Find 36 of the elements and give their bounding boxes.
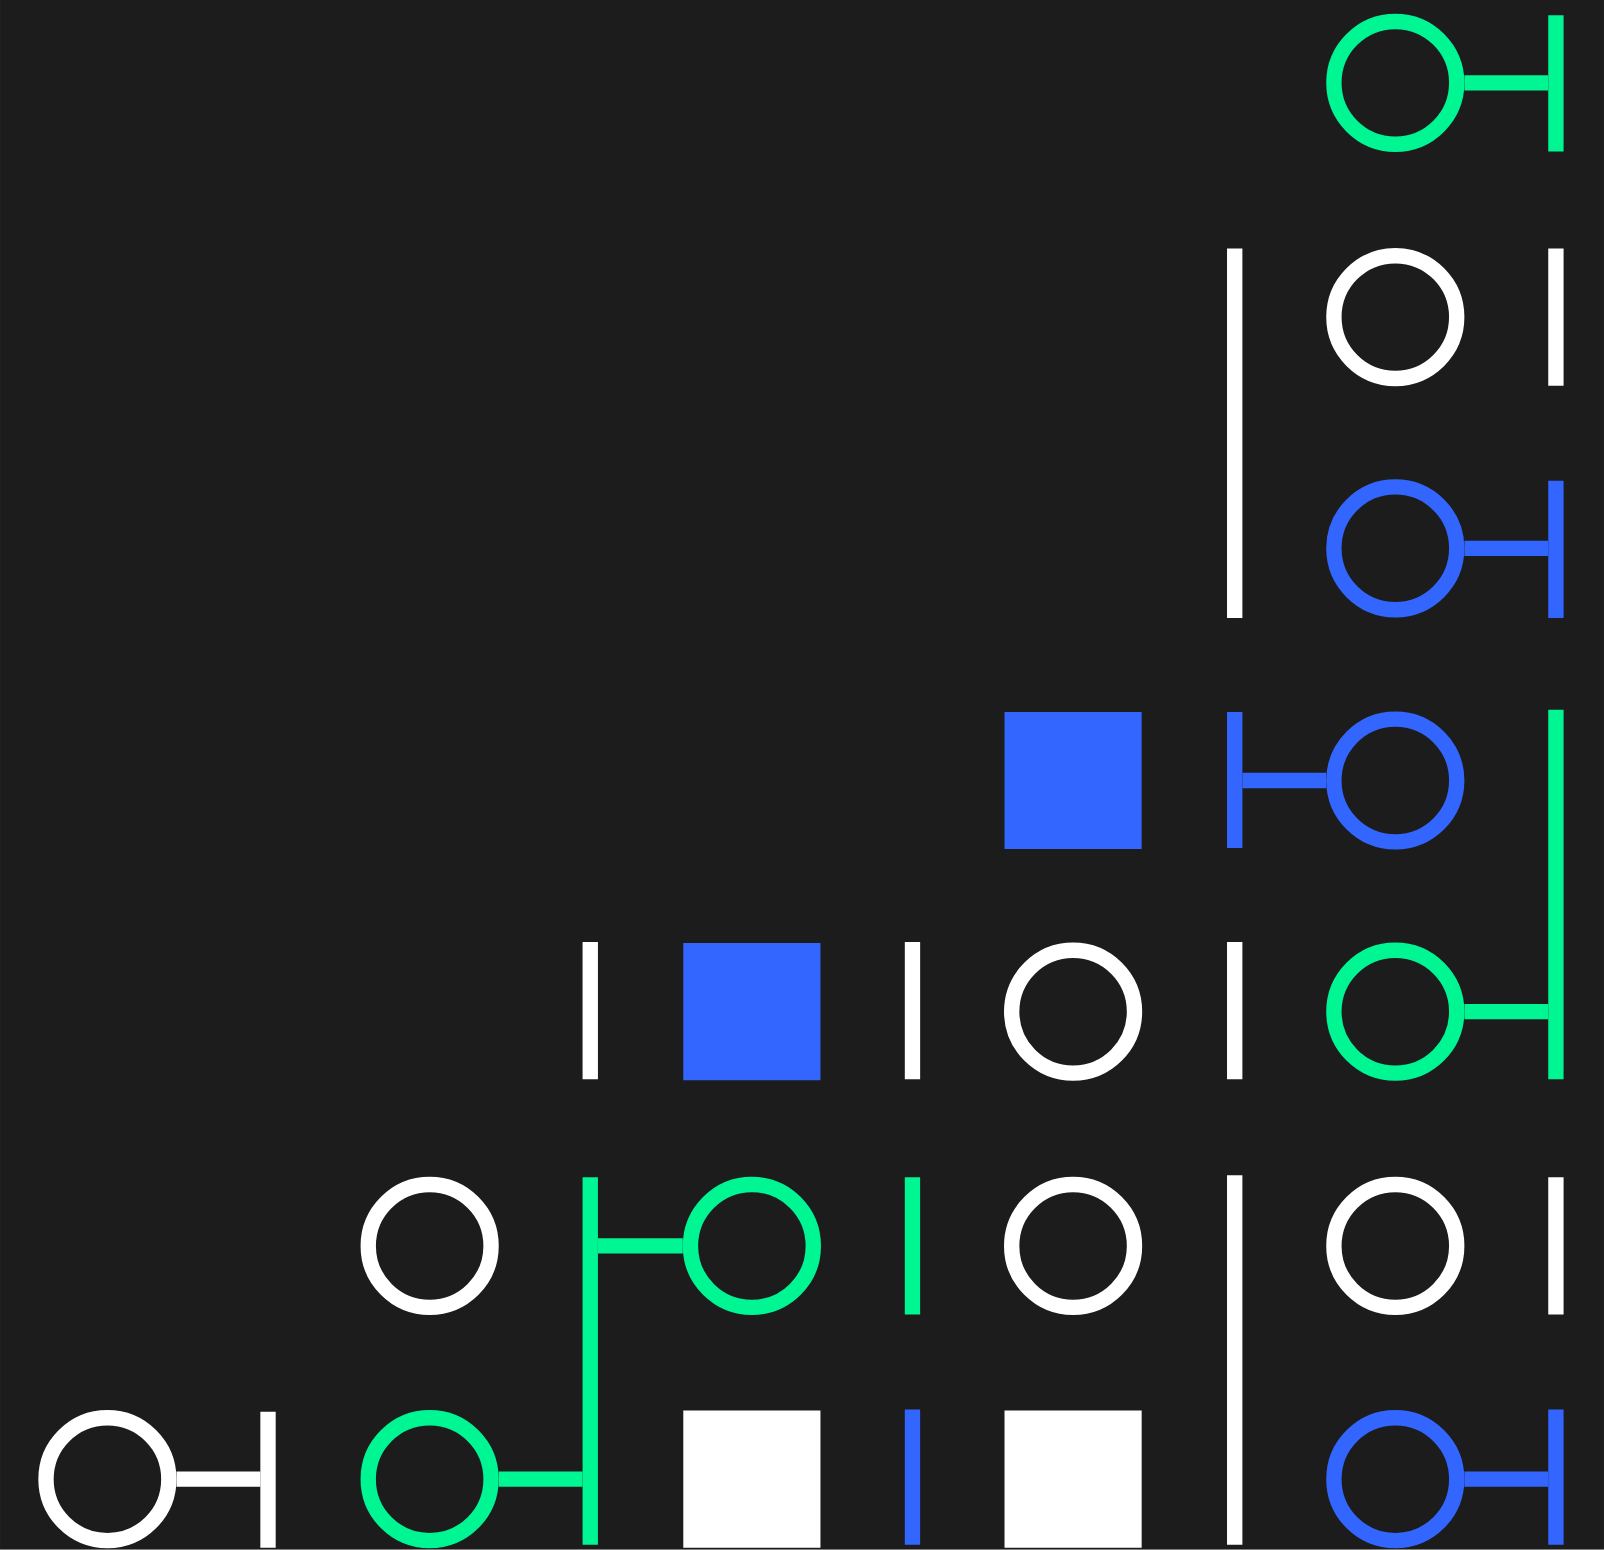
square-symbol xyxy=(1004,712,1142,850)
connector-line xyxy=(1464,1471,1549,1487)
connector-line xyxy=(597,1238,683,1254)
connector-line xyxy=(1464,1004,1549,1020)
bar-symbol xyxy=(1548,709,1564,1080)
ring-symbol xyxy=(360,1177,499,1316)
bar-symbol xyxy=(1548,248,1564,386)
ring-symbol xyxy=(1004,942,1143,1081)
square-symbol xyxy=(683,943,821,1081)
ring-symbol xyxy=(1326,942,1465,1081)
bar-symbol xyxy=(260,1411,276,1548)
bar-symbol xyxy=(1227,942,1243,1080)
connector-line xyxy=(1464,540,1549,557)
connector-line xyxy=(498,1471,583,1487)
ring-symbol xyxy=(360,1410,499,1549)
bar-symbol xyxy=(1548,1177,1564,1315)
bar-symbol xyxy=(1548,480,1564,618)
square-symbol xyxy=(1004,1410,1142,1548)
ring-symbol xyxy=(1326,1177,1465,1316)
ring-symbol xyxy=(1326,479,1465,618)
ring-symbol xyxy=(1326,1410,1465,1549)
bar-symbol xyxy=(1227,248,1243,619)
bar-symbol xyxy=(1227,1175,1243,1545)
ring-symbol xyxy=(1326,248,1465,387)
ring-symbol xyxy=(38,1410,177,1549)
connector-line xyxy=(1464,75,1549,91)
connector-line xyxy=(176,1471,261,1487)
square-symbol xyxy=(683,1410,821,1548)
connector-line xyxy=(1242,772,1327,789)
bar-symbol xyxy=(1227,712,1243,849)
ring-symbol xyxy=(1004,1177,1143,1316)
bar-symbol xyxy=(1548,1409,1564,1545)
ring-symbol xyxy=(1326,711,1465,850)
bar-symbol xyxy=(1548,15,1564,152)
ring-symbol xyxy=(682,1177,821,1316)
ring-symbol xyxy=(1326,13,1465,153)
